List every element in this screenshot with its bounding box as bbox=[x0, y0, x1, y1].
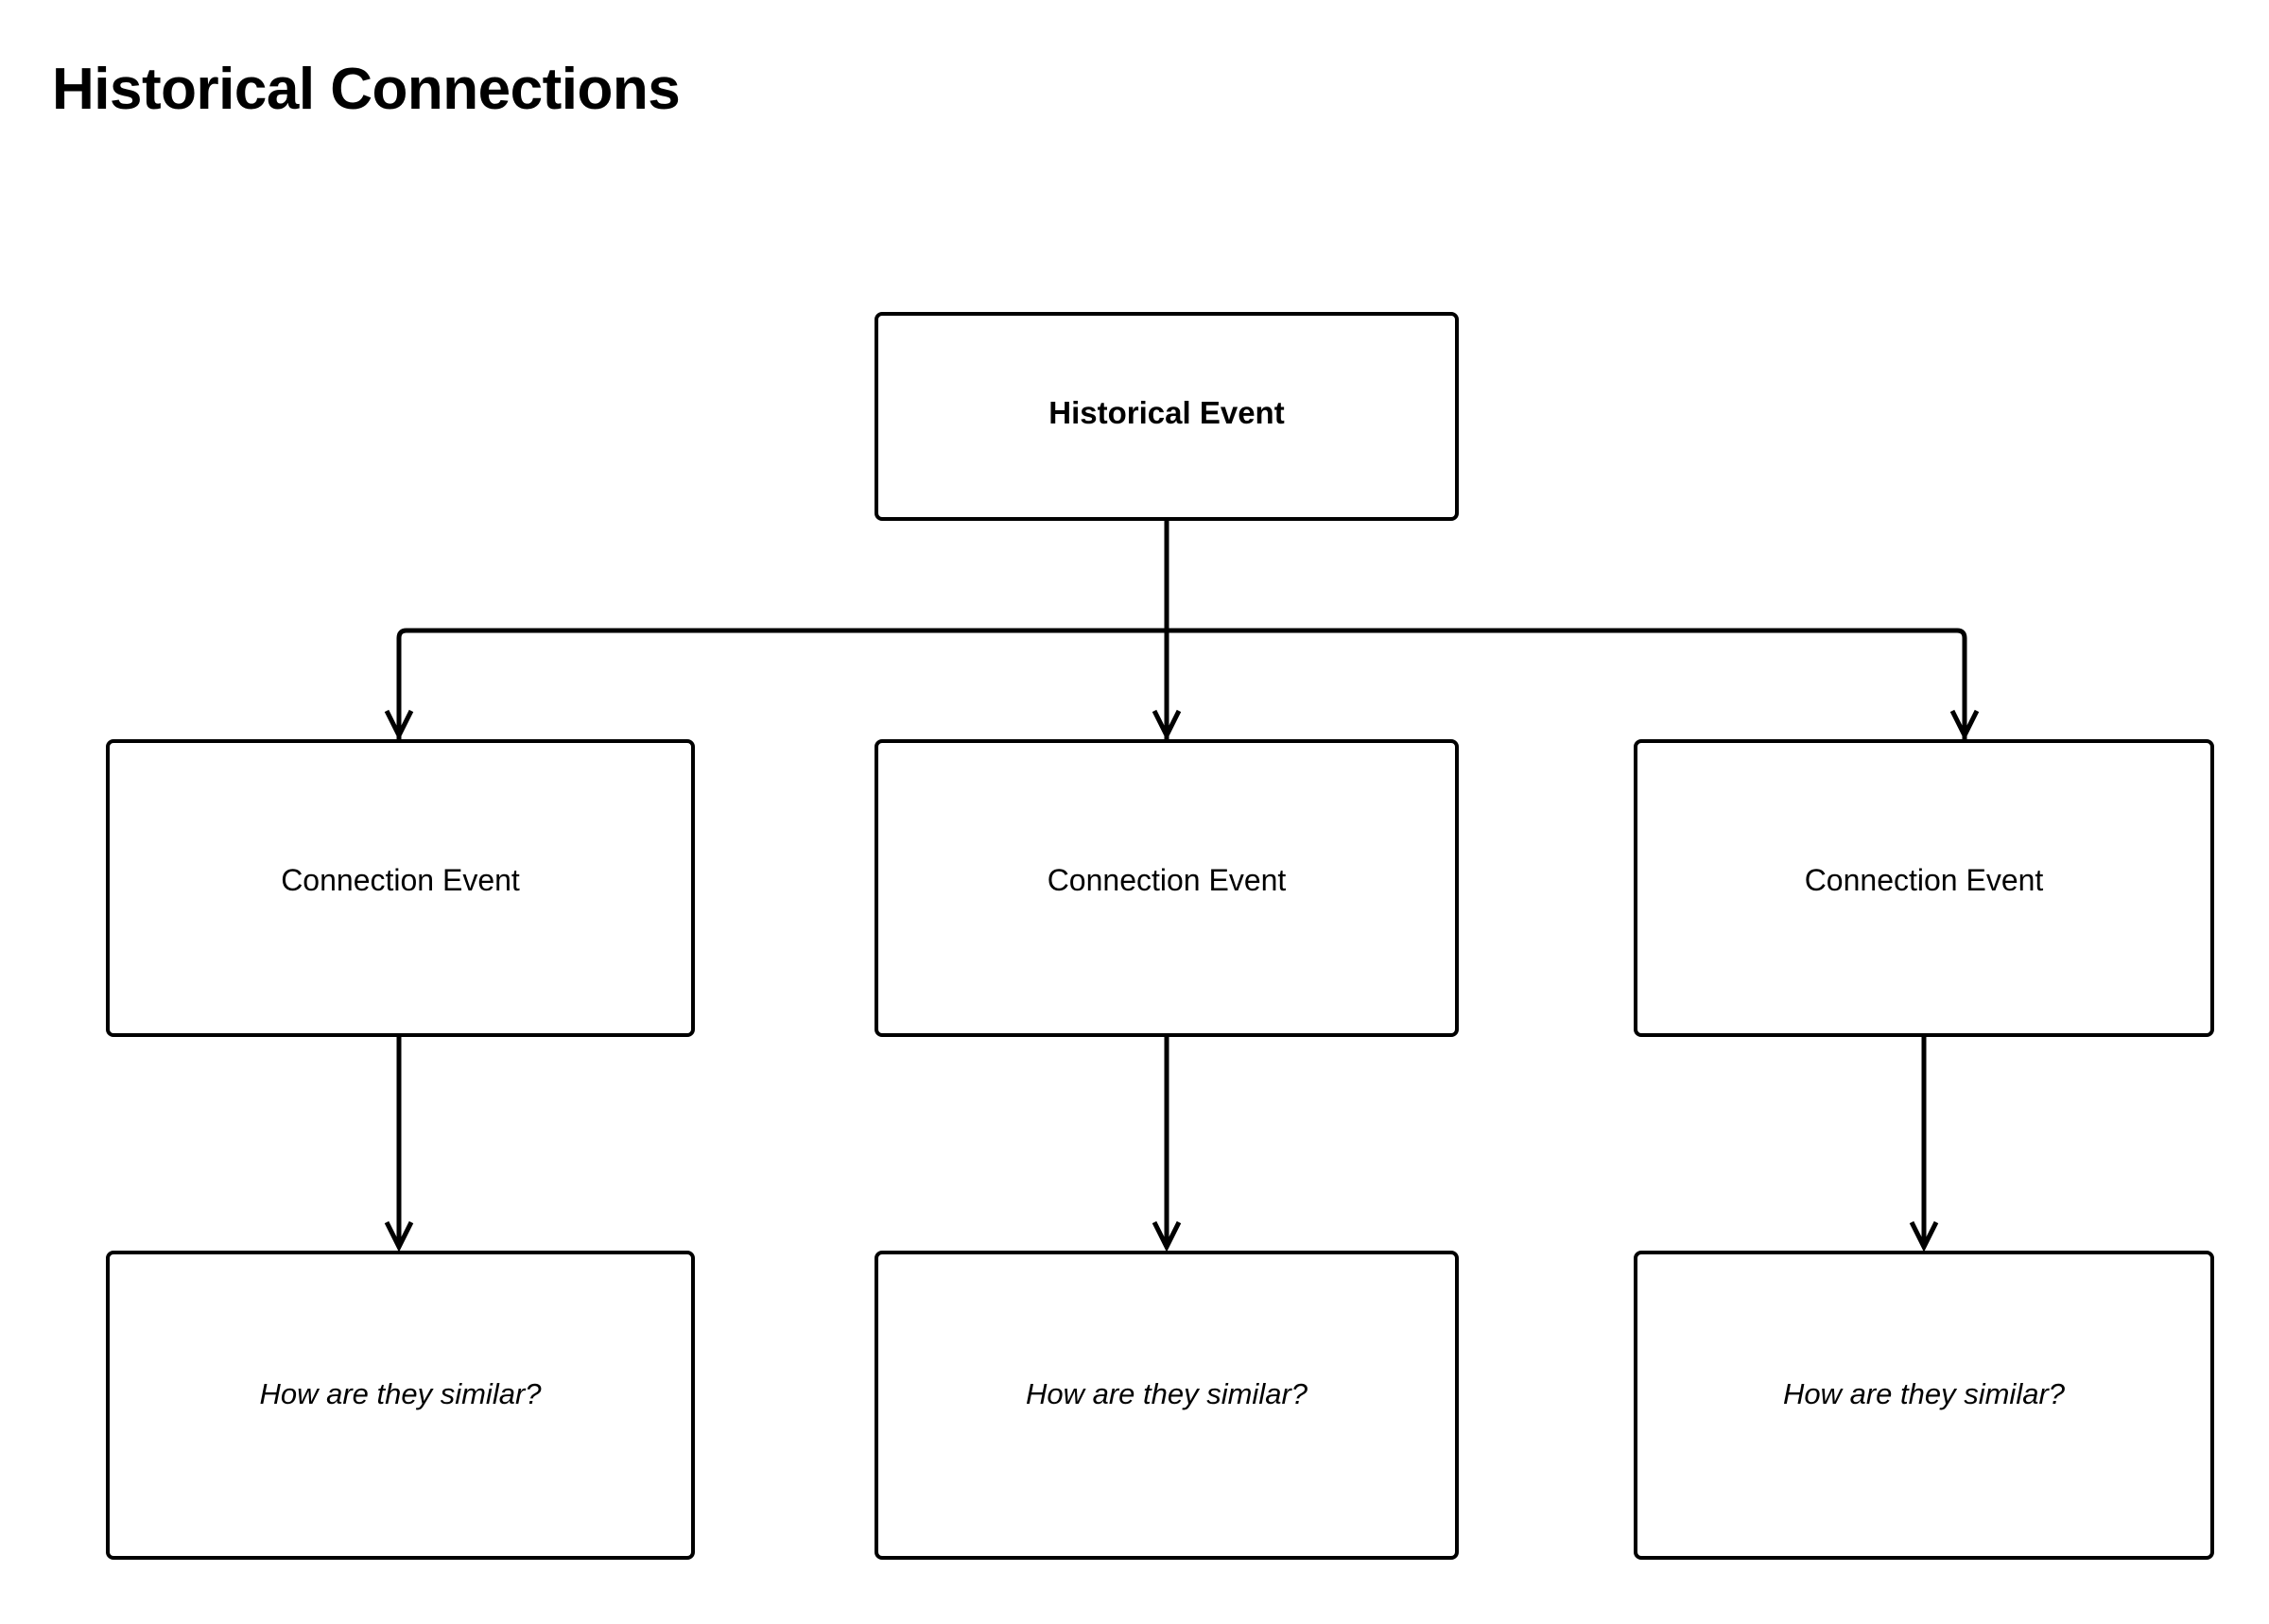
node-similarity-prompt-3-label: How are they similar? bbox=[1782, 1376, 2066, 1410]
node-connection-event-2[interactable]: Connection Event bbox=[875, 739, 1459, 1037]
node-connection-event-3[interactable]: Connection Event bbox=[1634, 739, 2214, 1037]
node-similarity-prompt-1-label: How are they similar? bbox=[259, 1376, 542, 1410]
node-similarity-prompt-3[interactable]: How are they similar? bbox=[1634, 1251, 2214, 1560]
node-connection-event-2-label: Connection Event bbox=[1047, 863, 1287, 897]
node-connection-event-3-label: Connection Event bbox=[1804, 863, 2044, 897]
arrowhead-to-connection-1 bbox=[384, 709, 414, 741]
page-title: Historical Connections bbox=[52, 57, 681, 122]
node-connection-event-1-label: Connection Event bbox=[281, 863, 520, 897]
arrowhead-to-connection-3 bbox=[1949, 709, 1980, 741]
node-similarity-prompt-2-label: How are they similar? bbox=[1025, 1376, 1308, 1410]
node-connection-event-1[interactable]: Connection Event bbox=[106, 739, 695, 1037]
node-historical-event-label: Historical Event bbox=[1048, 394, 1285, 430]
node-similarity-prompt-1[interactable]: How are they similar? bbox=[106, 1251, 695, 1560]
arrowhead-to-prompt-3 bbox=[1909, 1220, 1939, 1253]
node-similarity-prompt-2[interactable]: How are they similar? bbox=[875, 1251, 1459, 1560]
arrowhead-to-connection-2 bbox=[1152, 709, 1182, 741]
arrowhead-to-prompt-1 bbox=[384, 1220, 414, 1253]
node-historical-event[interactable]: Historical Event bbox=[875, 312, 1459, 521]
connector-distribution-bar bbox=[396, 628, 1967, 739]
arrowhead-to-prompt-2 bbox=[1152, 1220, 1182, 1253]
